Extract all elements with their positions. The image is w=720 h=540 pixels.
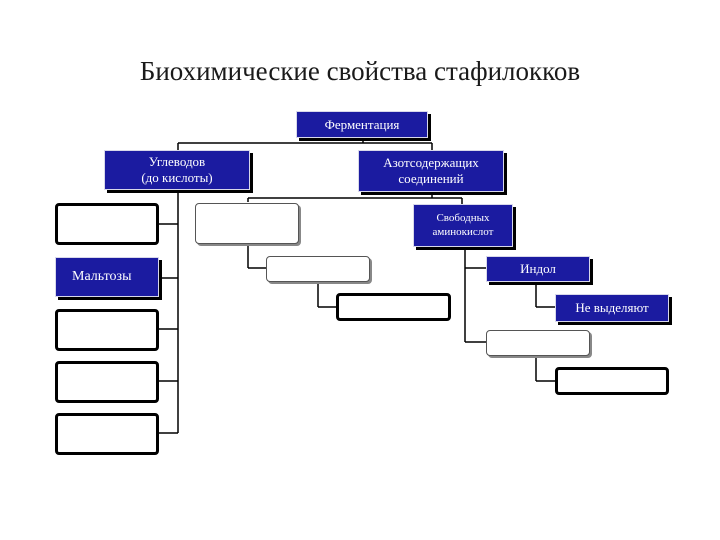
node-amino-acids: Свободных аминокислот <box>413 204 513 247</box>
node-carbohydrates-label: Углеводов (до кислоты) <box>141 154 213 185</box>
left-box-4 <box>55 361 159 403</box>
node-not-released: Не выделяют <box>555 294 669 322</box>
node-maltose-label: Мальтозы <box>72 268 132 284</box>
first-branch-empty-1 <box>266 256 370 282</box>
node-indole-label: Индол <box>520 261 556 277</box>
node-nitrogen-label: Азотсодержащих соединений <box>383 155 479 186</box>
left-box-1 <box>55 203 159 245</box>
node-not-released-label: Не выделяют <box>575 300 649 316</box>
node-fermentation-label: Ферментация <box>324 116 400 132</box>
node-indole: Индол <box>486 256 590 282</box>
amino-branch-empty-1 <box>486 330 590 356</box>
node-fermentation: Ферментация <box>296 111 428 138</box>
node-carbohydrates: Углеводов (до кислоты) <box>104 150 250 190</box>
left-box-3 <box>55 309 159 351</box>
left-box-5 <box>55 413 159 455</box>
slide-title: Биохимические свойства стафилокков <box>139 56 581 86</box>
node-maltose: Мальтозы <box>55 257 159 297</box>
amino-branch-empty-2 <box>555 367 669 395</box>
node-amino-acids-label: Свободных аминокислот <box>432 212 494 238</box>
first-branch-empty-2 <box>336 293 451 321</box>
node-nitrogen: Азотсодержащих соединений <box>358 150 504 192</box>
nitrogen-empty-child <box>195 203 299 244</box>
